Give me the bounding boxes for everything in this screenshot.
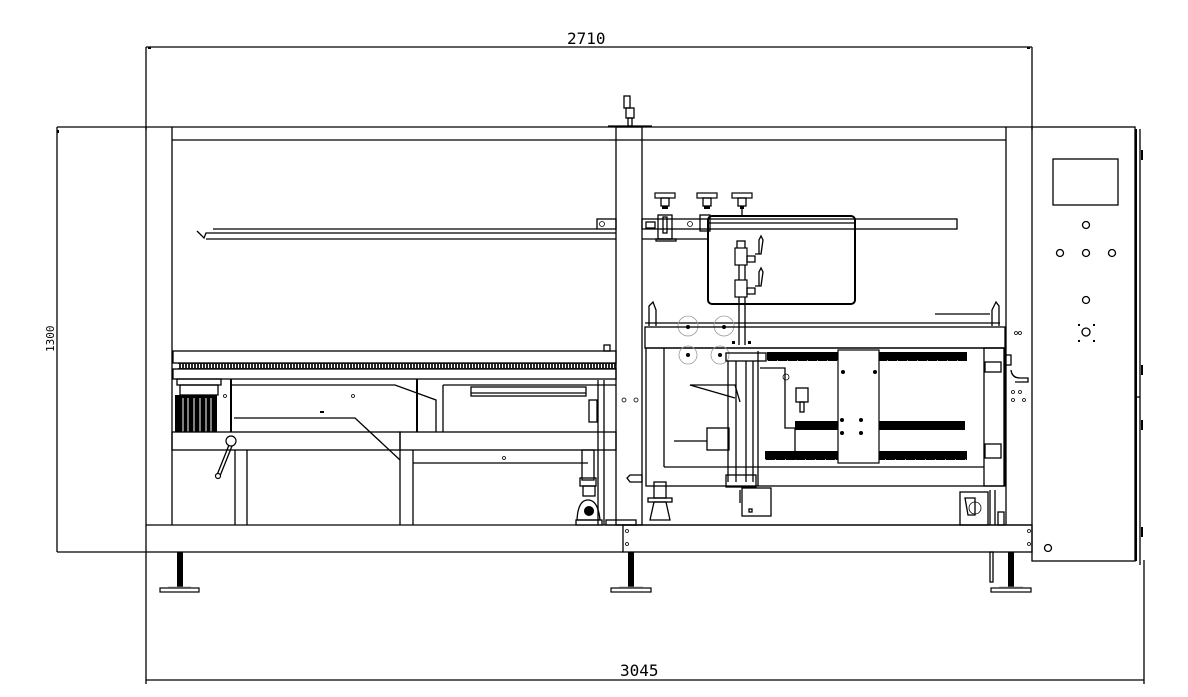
upper-frame-beam bbox=[145, 126, 1032, 552]
knob-2 bbox=[696, 192, 718, 232]
adjustment-handle bbox=[214, 435, 237, 480]
gear-motor bbox=[175, 378, 222, 432]
right-transport-section bbox=[644, 300, 1029, 487]
dimension-label-bottom: 3045 bbox=[620, 661, 659, 680]
knob-1 bbox=[654, 192, 677, 242]
foot-left bbox=[159, 552, 200, 593]
side-cover-plate bbox=[707, 215, 856, 345]
foot-right bbox=[989, 551, 1032, 593]
left-conveyor-belt bbox=[172, 344, 617, 380]
dimension-2710: 2710 bbox=[145, 29, 1033, 130]
selector-switch[interactable] bbox=[1078, 324, 1095, 342]
button-right[interactable] bbox=[1107, 248, 1117, 258]
vertical-guide-assembly bbox=[725, 341, 772, 517]
base-frame bbox=[146, 524, 1033, 553]
button-left[interactable] bbox=[1055, 248, 1065, 258]
pillow-block-bearing bbox=[575, 380, 605, 526]
button-center[interactable] bbox=[1081, 248, 1091, 258]
dimension-1300: 1300 bbox=[44, 126, 146, 553]
adjustment-knobs bbox=[654, 192, 753, 242]
dimension-label-top: 2710 bbox=[567, 29, 606, 48]
dimension-label-left: 1300 bbox=[44, 326, 57, 353]
hmi-screen[interactable] bbox=[1052, 158, 1119, 206]
upper-guide-rail bbox=[196, 218, 958, 240]
button-top[interactable] bbox=[1081, 220, 1091, 230]
knob-3 bbox=[731, 192, 753, 216]
electrical-cabinet bbox=[1031, 126, 1143, 565]
left-frame-structure bbox=[171, 379, 617, 525]
foot-center bbox=[610, 552, 652, 593]
button-lower[interactable] bbox=[1081, 295, 1091, 305]
center-column-details bbox=[605, 397, 673, 526]
cabinet-lock bbox=[1043, 543, 1053, 553]
right-bottom-mechanism bbox=[959, 331, 1026, 526]
leveling-feet bbox=[159, 551, 1032, 593]
dimension-3045: 3045 bbox=[145, 552, 1145, 684]
